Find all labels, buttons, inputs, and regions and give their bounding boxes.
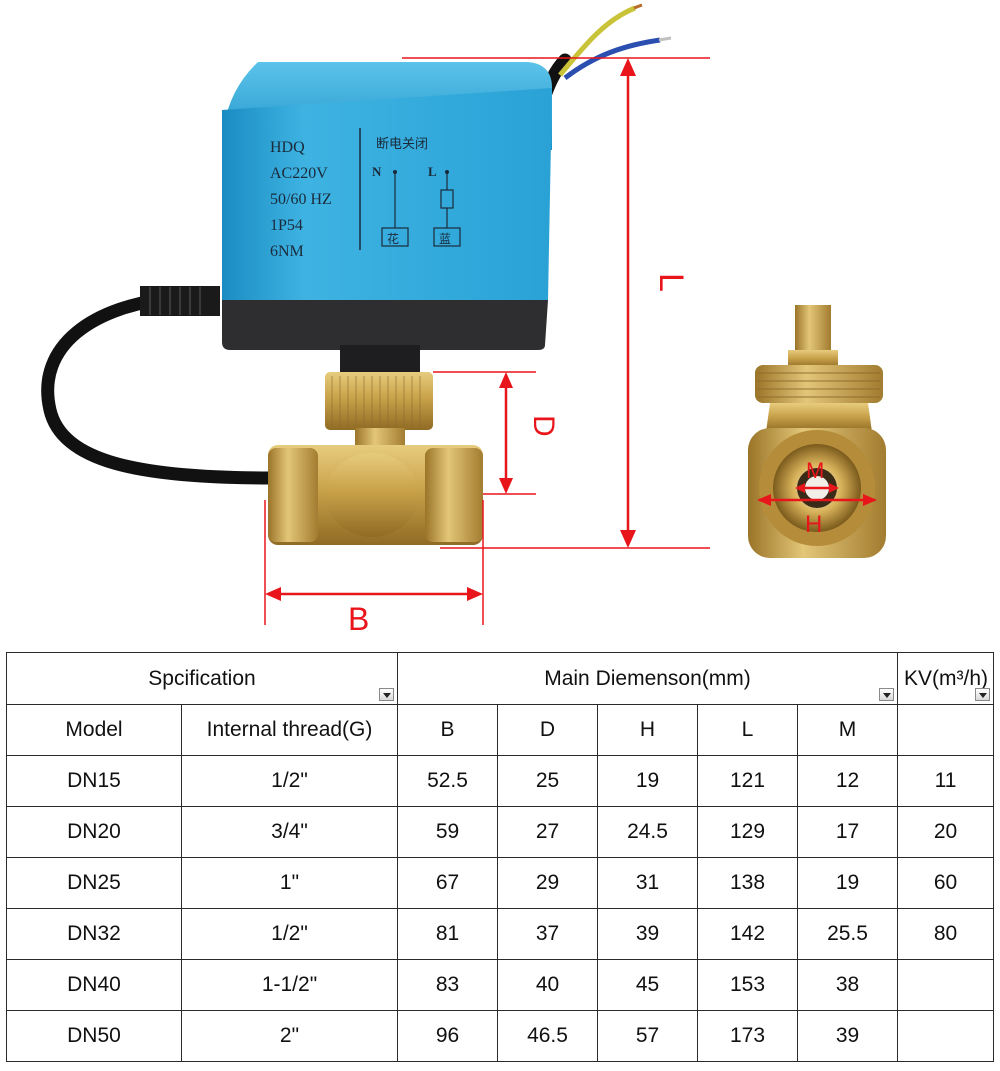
actuator-line-3: 50/60 HZ bbox=[270, 191, 332, 208]
dimension-m-label: M bbox=[806, 458, 824, 483]
table-cell: 38 bbox=[797, 959, 898, 1011]
table-cell: 83 bbox=[397, 959, 498, 1011]
table-cell: DN32 bbox=[6, 908, 182, 960]
table-cell: 40 bbox=[497, 959, 598, 1011]
column-header: M bbox=[797, 704, 898, 756]
table-cell: 39 bbox=[597, 908, 698, 960]
column-header: L bbox=[697, 704, 798, 756]
table-cell: 12 bbox=[797, 755, 898, 807]
table-cell: 153 bbox=[697, 959, 798, 1011]
actuator-body bbox=[222, 62, 552, 380]
dimension-labels: L D B M H bbox=[348, 273, 824, 637]
table-cell: 173 bbox=[697, 1010, 798, 1062]
table-cell: 25 bbox=[497, 755, 598, 807]
table-cell: 46.5 bbox=[497, 1010, 598, 1062]
column-header: Internal thread(G) bbox=[181, 704, 398, 756]
table-cell: 81 bbox=[397, 908, 498, 960]
dimension-l-label: L bbox=[652, 273, 690, 292]
actuator-chinese-title: 断电关闭 bbox=[376, 136, 428, 151]
filter-dropdown-icon[interactable] bbox=[879, 688, 894, 701]
main-dimension-header: Main Diemenson(mm) bbox=[397, 652, 898, 705]
table-cell: 2" bbox=[181, 1010, 398, 1062]
table-cell: 19 bbox=[797, 857, 898, 909]
table-cell: 20 bbox=[897, 806, 994, 858]
column-header: Model bbox=[6, 704, 182, 756]
table-cell: 121 bbox=[697, 755, 798, 807]
terminal-l-label: L bbox=[428, 164, 437, 179]
table-cell: 1" bbox=[181, 857, 398, 909]
kv-header: KV(m³/h) bbox=[897, 652, 994, 705]
table-cell: 17 bbox=[797, 806, 898, 858]
column-header: B bbox=[397, 704, 498, 756]
table-cell: 11 bbox=[897, 755, 994, 807]
table-cell: DN50 bbox=[6, 1010, 182, 1062]
dimension-b-label: B bbox=[348, 601, 369, 637]
terminal-n-label: N bbox=[372, 164, 382, 179]
table-cell: 57 bbox=[597, 1010, 698, 1062]
column-header: H bbox=[597, 704, 698, 756]
column-header-row: Model Internal thread(G) B D H L M bbox=[6, 704, 994, 756]
wire-right-label: 蓝 bbox=[439, 232, 451, 246]
dimension-lines bbox=[264, 57, 877, 625]
table-cell: 1/2" bbox=[181, 908, 398, 960]
power-cable bbox=[41, 286, 277, 485]
actuator-line-5: 6NM bbox=[270, 243, 304, 260]
actuator-line-1: HDQ bbox=[270, 139, 305, 156]
table-cell: 31 bbox=[597, 857, 698, 909]
table-cell: 24.5 bbox=[597, 806, 698, 858]
table-cell bbox=[897, 959, 994, 1011]
group-header-row: Spcification Main Diemenson(mm) KV(m³/h) bbox=[6, 652, 994, 705]
column-header: D bbox=[497, 704, 598, 756]
product-figure: HDQ AC220V 50/60 HZ 1P54 6NM 断电关闭 N L 花 … bbox=[41, 3, 886, 637]
specification-table: Spcification Main Diemenson(mm) KV(m³/h)… bbox=[6, 652, 994, 1062]
table-cell: 52.5 bbox=[397, 755, 498, 807]
table-cell: 59 bbox=[397, 806, 498, 858]
table-cell: DN20 bbox=[6, 806, 182, 858]
table-cell: 29 bbox=[497, 857, 598, 909]
table-cell: 129 bbox=[697, 806, 798, 858]
table-cell: 142 bbox=[697, 908, 798, 960]
table-cell: 27 bbox=[497, 806, 598, 858]
specification-header: Spcification bbox=[6, 652, 398, 705]
table-cell: 1/2" bbox=[181, 755, 398, 807]
table-cell: DN25 bbox=[6, 857, 182, 909]
table-cell: 138 bbox=[697, 857, 798, 909]
table-cell: 1-1/2" bbox=[181, 959, 398, 1011]
table-cell: 19 bbox=[597, 755, 698, 807]
table-cell: 45 bbox=[597, 959, 698, 1011]
brass-valve-body bbox=[268, 372, 483, 545]
table-cell: 39 bbox=[797, 1010, 898, 1062]
actuator-label: HDQ AC220V 50/60 HZ 1P54 6NM 断电关闭 N L 花 … bbox=[270, 128, 461, 260]
table-cell: 96 bbox=[397, 1010, 498, 1062]
filter-dropdown-icon[interactable] bbox=[975, 688, 990, 701]
table-cell: DN15 bbox=[6, 755, 182, 807]
table-cell: 37 bbox=[497, 908, 598, 960]
table-cell: 60 bbox=[897, 857, 994, 909]
table-cell: DN40 bbox=[6, 959, 182, 1011]
actuator-line-2: AC220V bbox=[270, 165, 328, 182]
filter-dropdown-icon[interactable] bbox=[379, 688, 394, 701]
table-cell bbox=[897, 1010, 994, 1062]
dimension-h-label: H bbox=[805, 511, 822, 538]
dimension-d-label: D bbox=[527, 415, 560, 437]
table-cell: 3/4" bbox=[181, 806, 398, 858]
table-cell: 80 bbox=[897, 908, 994, 960]
table-cell: 67 bbox=[397, 857, 498, 909]
actuator-line-4: 1P54 bbox=[270, 217, 303, 234]
table-cell: 25.5 bbox=[797, 908, 898, 960]
column-header bbox=[897, 704, 994, 756]
wire-left-label: 花 bbox=[387, 231, 399, 246]
